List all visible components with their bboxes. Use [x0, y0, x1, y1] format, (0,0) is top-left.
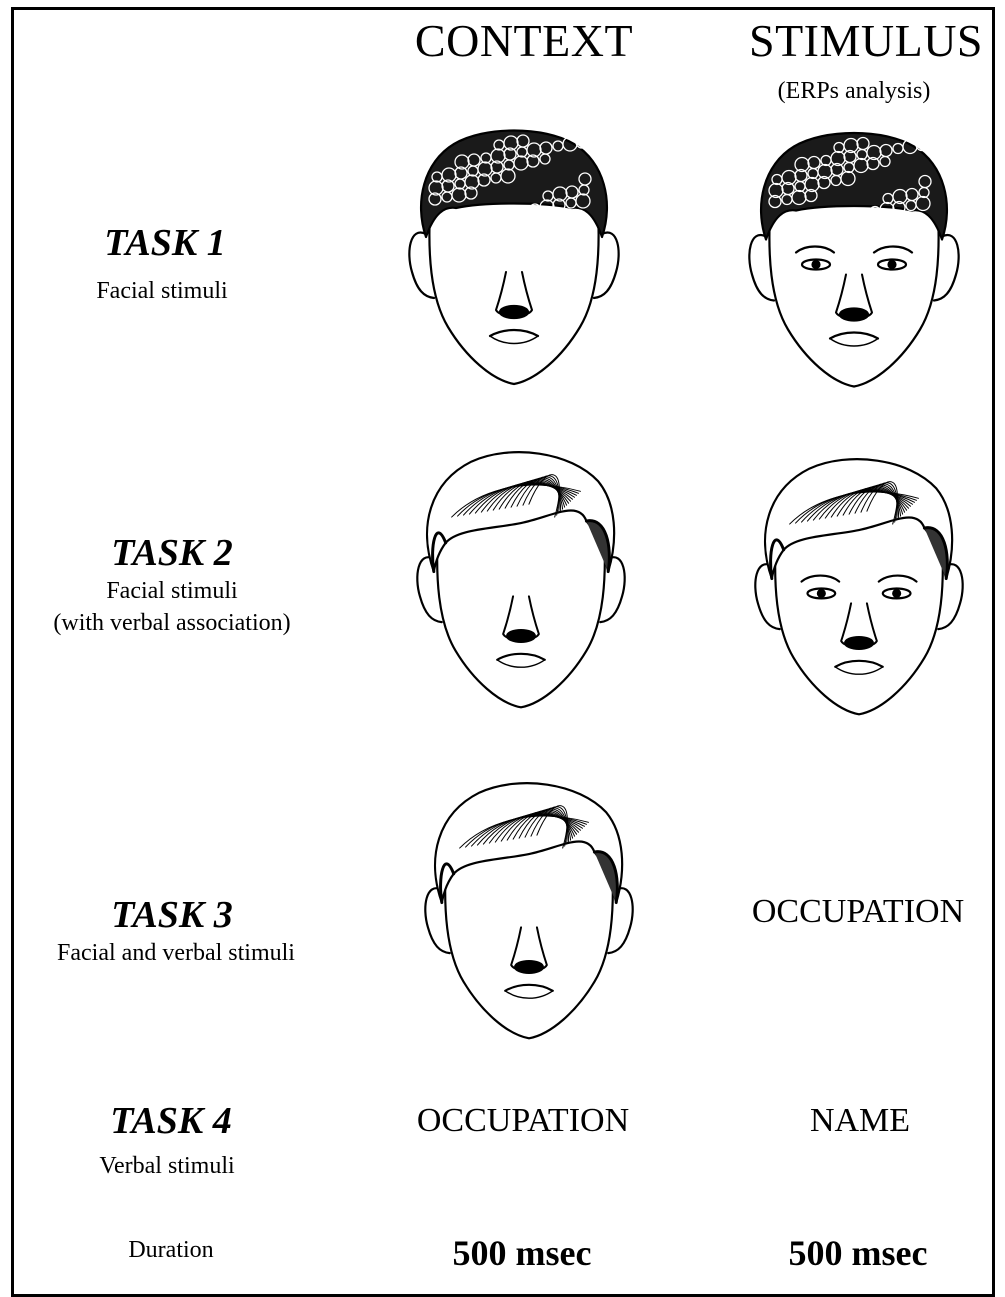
face-outline: [769, 213, 938, 387]
task-3-stimulus-word: OCCUPATION: [752, 893, 964, 931]
task2-stimulus-face: [750, 452, 968, 720]
task-3-title: TASK 3: [111, 893, 232, 937]
task1-stimulus-face: [744, 122, 964, 392]
curly-hair-icon: [761, 133, 947, 240]
mouth-icon: [830, 333, 878, 339]
task-1-description: Facial stimuli: [96, 278, 227, 305]
duration-label: Duration: [128, 1237, 213, 1264]
stimulus-column-header: STIMULUS: [749, 14, 983, 67]
task-4-title: TASK 4: [110, 1099, 231, 1143]
task1-context-face: [404, 122, 624, 387]
task-4-description: Verbal stimuli: [99, 1153, 234, 1180]
task-4-context-word: OCCUPATION: [417, 1102, 629, 1140]
left-eyebrow-icon: [802, 576, 840, 582]
mouth-icon: [490, 330, 538, 336]
swept-hair-icon: [427, 452, 614, 571]
context-duration: 500 msec: [453, 1232, 592, 1274]
curly-hair-icon: [421, 131, 607, 238]
task-2-description-line2: (with verbal association): [53, 610, 290, 637]
swept-hair-icon: [765, 459, 952, 578]
task3-context-face: [420, 774, 638, 1046]
right-eyebrow-icon: [874, 247, 912, 253]
task-2-description-line1: Facial stimuli: [106, 578, 237, 605]
context-column-header: CONTEXT: [415, 14, 633, 67]
task-3-description: Facial and verbal stimuli: [57, 940, 295, 967]
left-eyebrow-icon: [796, 247, 834, 253]
face-outline: [445, 866, 613, 1038]
stimulus-column-subheader: (ERPs analysis): [778, 78, 931, 105]
task-2-title: TASK 2: [111, 531, 232, 575]
task2-context-face: [412, 444, 630, 714]
swept-hair-icon: [435, 783, 622, 902]
mouth-icon: [505, 985, 553, 991]
task-4-stimulus-word: NAME: [810, 1102, 910, 1140]
task-1-title: TASK 1: [104, 221, 225, 265]
face-outline: [775, 542, 943, 714]
mouth-icon: [497, 654, 545, 660]
mouth-icon: [835, 661, 883, 667]
right-eyebrow-icon: [879, 576, 917, 582]
face-outline: [429, 210, 598, 384]
stimulus-duration: 500 msec: [789, 1232, 928, 1274]
face-outline: [437, 535, 605, 707]
